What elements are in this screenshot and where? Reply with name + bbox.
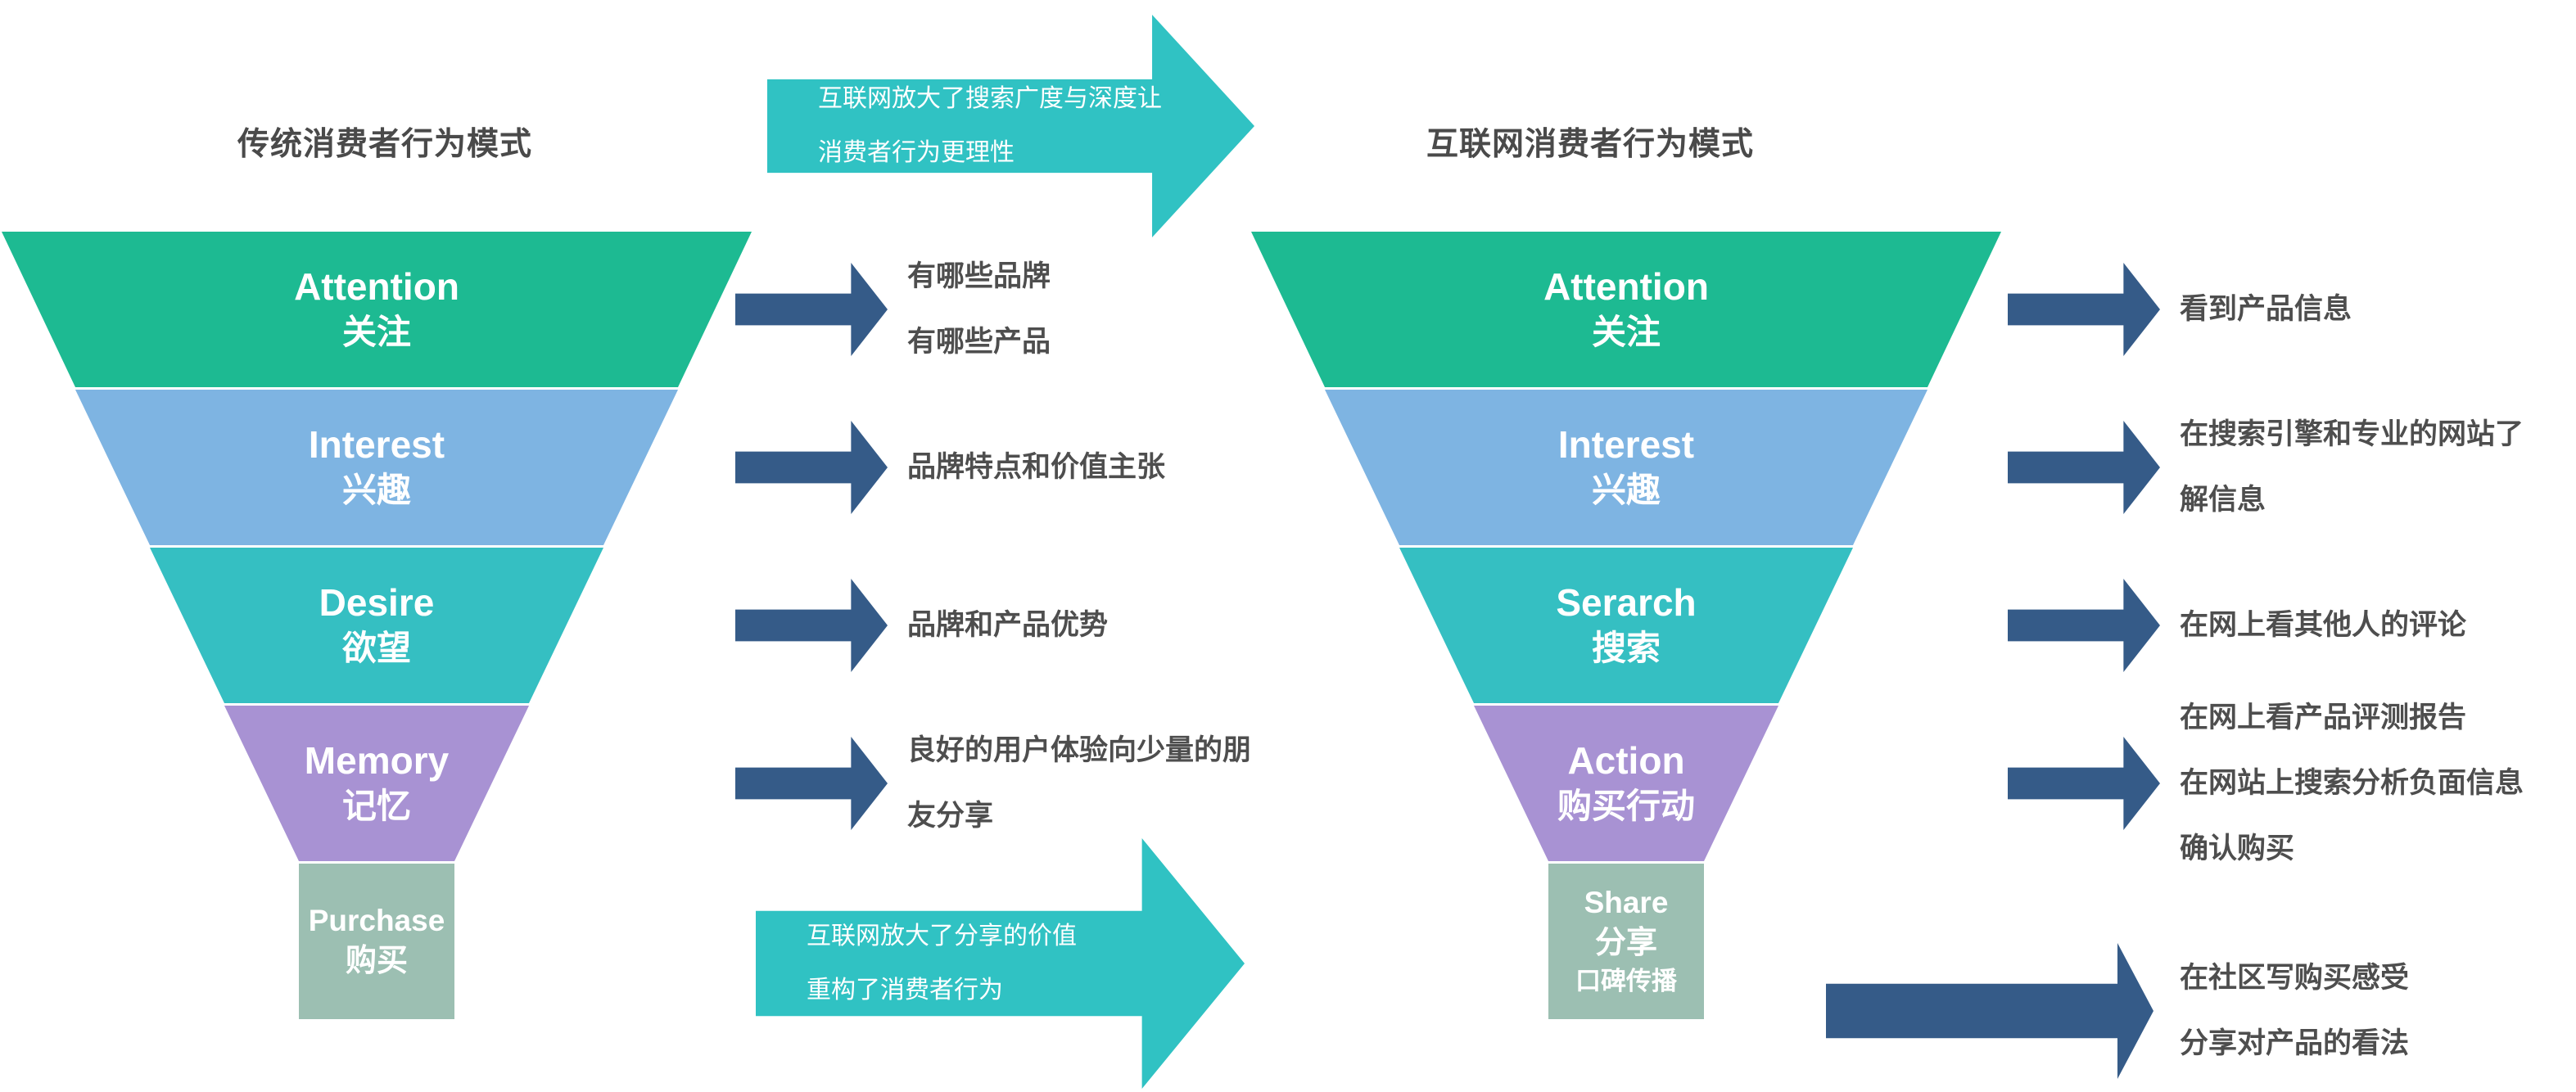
layer-label-zh: 兴趣 [341, 471, 411, 509]
annotation-line: 有哪些品牌 [907, 260, 1051, 292]
annotation-line: 在网站上搜索分析负面信息 [2180, 767, 2524, 799]
annotation-line: 分享对产品的看法 [2180, 1027, 2410, 1059]
annotation-line: 在网上看产品评测报告 [2180, 702, 2467, 733]
left-annotation-2: 品牌特点和价值主张 [907, 386, 1349, 549]
top-process-arrow-icon: 互联网放大了搜索广度与深度让 消费者行为更理性 [767, 15, 1254, 237]
layer-label-zh: 分享 [1594, 926, 1657, 960]
layer-label-zh: 购买 [345, 944, 408, 978]
right-annotation-2: 在搜索引擎和专业的网站了 解信息 [2180, 386, 2576, 549]
left-funnel: Attention 关注 Interest 兴趣 Desire 欲望 Memor… [2, 232, 752, 1022]
annotation-line: 在社区写购买感受 [2180, 962, 2410, 994]
right-arrow-icon [2008, 737, 2160, 830]
annotation-line: 友分享 [907, 800, 994, 832]
right-funnel-layer-search: Serarch 搜索 [1399, 548, 1853, 703]
right-arrow-icon [735, 579, 888, 672]
layer-label-zh: 关注 [341, 313, 411, 351]
layer-label-zh2: 口碑传播 [1575, 967, 1677, 995]
annotation-line: 良好的用户体验向少量的朋 [907, 734, 1252, 766]
top-arrow-text-line1: 互联网放大了搜索广度与深度让 [818, 85, 1162, 112]
annotation-line: 有哪些产品 [907, 326, 1051, 358]
annotation-line: 品牌特点和价值主张 [907, 451, 1166, 483]
right-funnel-title: 互联网消费者行为模式 [1426, 127, 1755, 162]
left-funnel-layer-purchase: Purchase 购买 [299, 864, 454, 1019]
right-arrow-icon [2008, 263, 2160, 356]
bottom-arrow-text-line2: 重构了消费者行为 [807, 977, 1003, 1004]
annotation-line: 品牌和产品优势 [907, 609, 1109, 641]
left-annotation-3: 品牌和产品优势 [907, 544, 1349, 707]
annotation-line: 看到产品信息 [2180, 293, 2352, 325]
layer-label-en: Action [1567, 739, 1685, 782]
right-arrow-icon [735, 737, 888, 830]
left-funnel-layer-memory: Memory 记忆 [224, 706, 529, 861]
top-arrow-text-line2: 消费者行为更理性 [818, 139, 1015, 166]
layer-label-en: Serarch [1556, 581, 1697, 624]
annotation-line: 在搜索引擎和专业的网站了 [2180, 418, 2524, 450]
right-funnel-layer-share: Share 分享 口碑传播 [1548, 864, 1704, 1019]
left-annotation-4: 良好的用户体验向少量的朋 友分享 [907, 702, 1349, 865]
left-funnel-title: 传统消费者行为模式 [237, 127, 533, 162]
layer-label-zh: 关注 [1591, 313, 1661, 351]
right-annotation-5: 在社区写购买感受 分享对产品的看法 [2180, 929, 2576, 1092]
layer-label-zh: 欲望 [341, 629, 411, 667]
annotation-line: 解信息 [2180, 484, 2266, 516]
layer-label-en: Attention [294, 265, 459, 308]
right-arrow-icon [2008, 421, 2160, 514]
layer-label-zh: 兴趣 [1591, 471, 1661, 509]
layer-label-en: Desire [319, 581, 435, 624]
right-arrow-icon [735, 263, 888, 356]
left-funnel-layer-desire: Desire 欲望 [150, 548, 603, 703]
left-annotation-1: 有哪些品牌 有哪些产品 [907, 228, 1349, 391]
right-annotation-3: 在网上看其他人的评论 [2180, 544, 2576, 707]
layer-label-en: Attention [1543, 265, 1709, 308]
right-funnel-layer-interest: Interest 兴趣 [1325, 390, 1927, 545]
right-arrow-icon [735, 421, 888, 514]
right-funnel-layer-action: Action 购买行动 [1474, 706, 1778, 861]
layer-label-en: Interest [308, 423, 445, 466]
annotation-line: 确认购买 [2180, 833, 2295, 864]
layer-label-en: Purchase [308, 904, 445, 937]
bottom-process-arrow-icon: 互联网放大了分享的价值 重构了消费者行为 [756, 838, 1245, 1089]
layer-label-en: Interest [1557, 423, 1695, 466]
right-funnel: Attention 关注 Interest 兴趣 Serarch 搜索 Acti… [1251, 232, 2001, 1022]
right-annotation-4: 在网上看产品评测报告 在网站上搜索分析负面信息 确认购买 [2180, 685, 2576, 882]
left-funnel-layer-attention: Attention 关注 [2, 232, 752, 387]
right-annotation-1: 看到产品信息 [2180, 228, 2576, 391]
right-arrow-icon [2008, 579, 2160, 672]
layer-label-en: Memory [304, 739, 450, 782]
left-funnel-layer-interest: Interest 兴趣 [75, 390, 678, 545]
bottom-arrow-text-line1: 互联网放大了分享的价值 [807, 923, 1077, 950]
layer-label-zh: 记忆 [341, 787, 411, 825]
layer-label-en: Share [1584, 886, 1669, 919]
annotation-line: 在网上看其他人的评论 [2180, 609, 2467, 641]
layer-label-zh: 购买行动 [1557, 787, 1695, 825]
layer-label-zh: 搜索 [1591, 629, 1661, 667]
right-funnel-layer-attention: Attention 关注 [1251, 232, 2001, 387]
